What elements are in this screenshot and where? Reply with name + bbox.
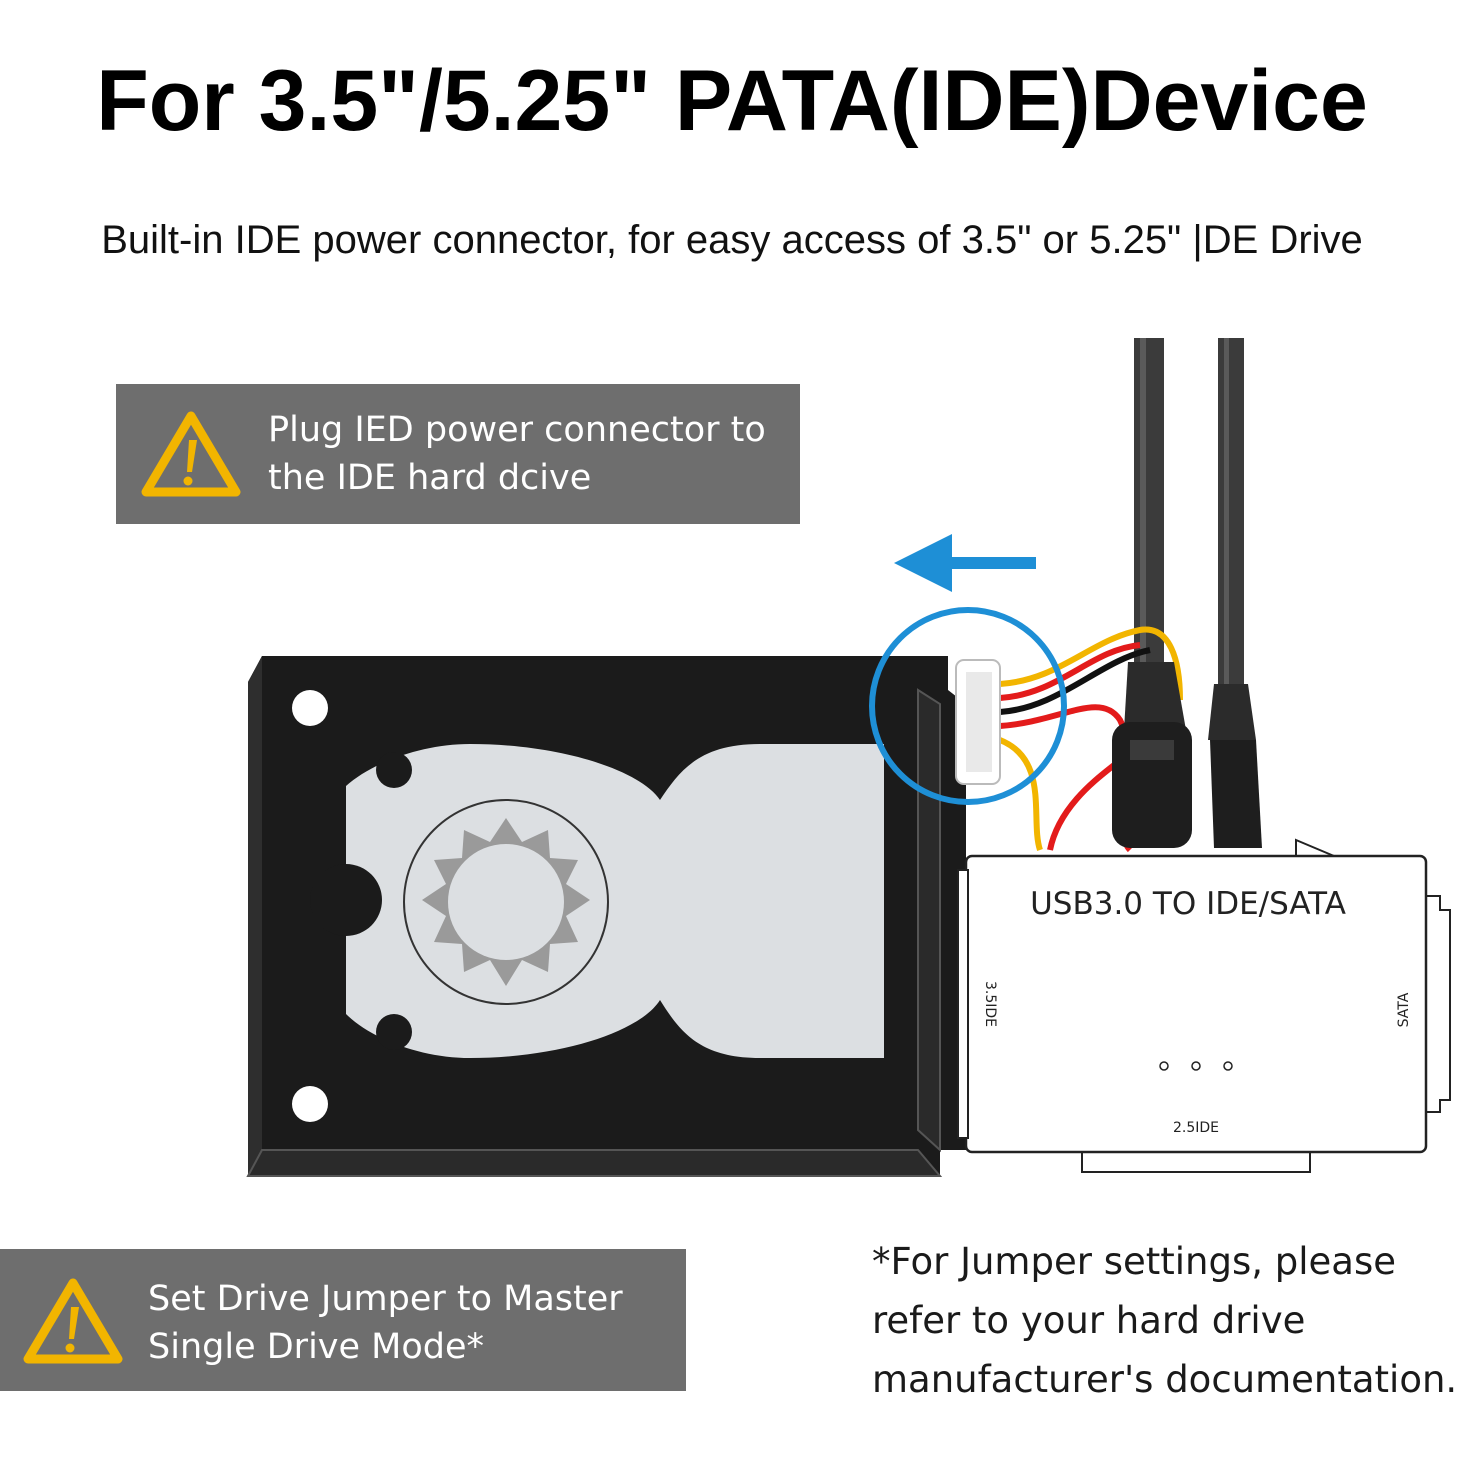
note-line: manufacturer's documentation.	[872, 1358, 1458, 1401]
molex-connector	[955, 659, 1001, 785]
warning-icon	[141, 411, 241, 497]
led-dot	[1223, 1061, 1233, 1071]
callout-line: Single Drive Mode*	[148, 1327, 485, 1367]
arrow-left-icon	[894, 534, 1036, 592]
jumper-note: *For Jumper settings, please refer to yo…	[872, 1232, 1457, 1409]
led-dot	[1159, 1061, 1169, 1071]
drive-adapter-illustration: USB3.0 TO IDE/SATA 3.5IDE SATA 2.5IDE	[246, 338, 1451, 1177]
highlight-circle	[869, 607, 1067, 805]
callout-power-connector: Plug IED power connector to the IDE hard…	[116, 384, 800, 524]
callout-line: Plug IED power connector to	[268, 410, 766, 450]
callout-line: Set Drive Jumper to Master	[148, 1279, 623, 1319]
warning-icon	[23, 1278, 123, 1364]
port-label-3.5ide: 3.5IDE	[982, 981, 998, 1027]
page-title: For 3.5"/5.25" PATA(IDE)Device	[96, 53, 1368, 149]
page-subtitle: Built-in IDE power connector, for easy a…	[101, 218, 1363, 262]
port-label-2.5ide: 2.5IDE	[1173, 1120, 1219, 1136]
ide-hard-drive	[246, 656, 966, 1177]
port-label-sata: SATA	[1396, 992, 1412, 1027]
callout-line: the IDE hard dcive	[268, 458, 592, 498]
callout-jumper: Set Drive Jumper to Master Single Drive …	[0, 1249, 686, 1391]
led-dot	[1191, 1061, 1201, 1071]
power-cable	[1218, 338, 1244, 688]
dc-plug	[1208, 684, 1262, 848]
usb-cable	[1134, 338, 1164, 668]
note-line: *For Jumper settings, please	[872, 1240, 1397, 1283]
note-line: refer to your hard drive	[872, 1299, 1306, 1342]
usb-ide-sata-adapter: USB3.0 TO IDE/SATA 3.5IDE SATA 2.5IDE	[957, 838, 1451, 1173]
usb-plug	[1112, 662, 1192, 848]
adapter-label: USB3.0 TO IDE/SATA	[1030, 886, 1346, 922]
